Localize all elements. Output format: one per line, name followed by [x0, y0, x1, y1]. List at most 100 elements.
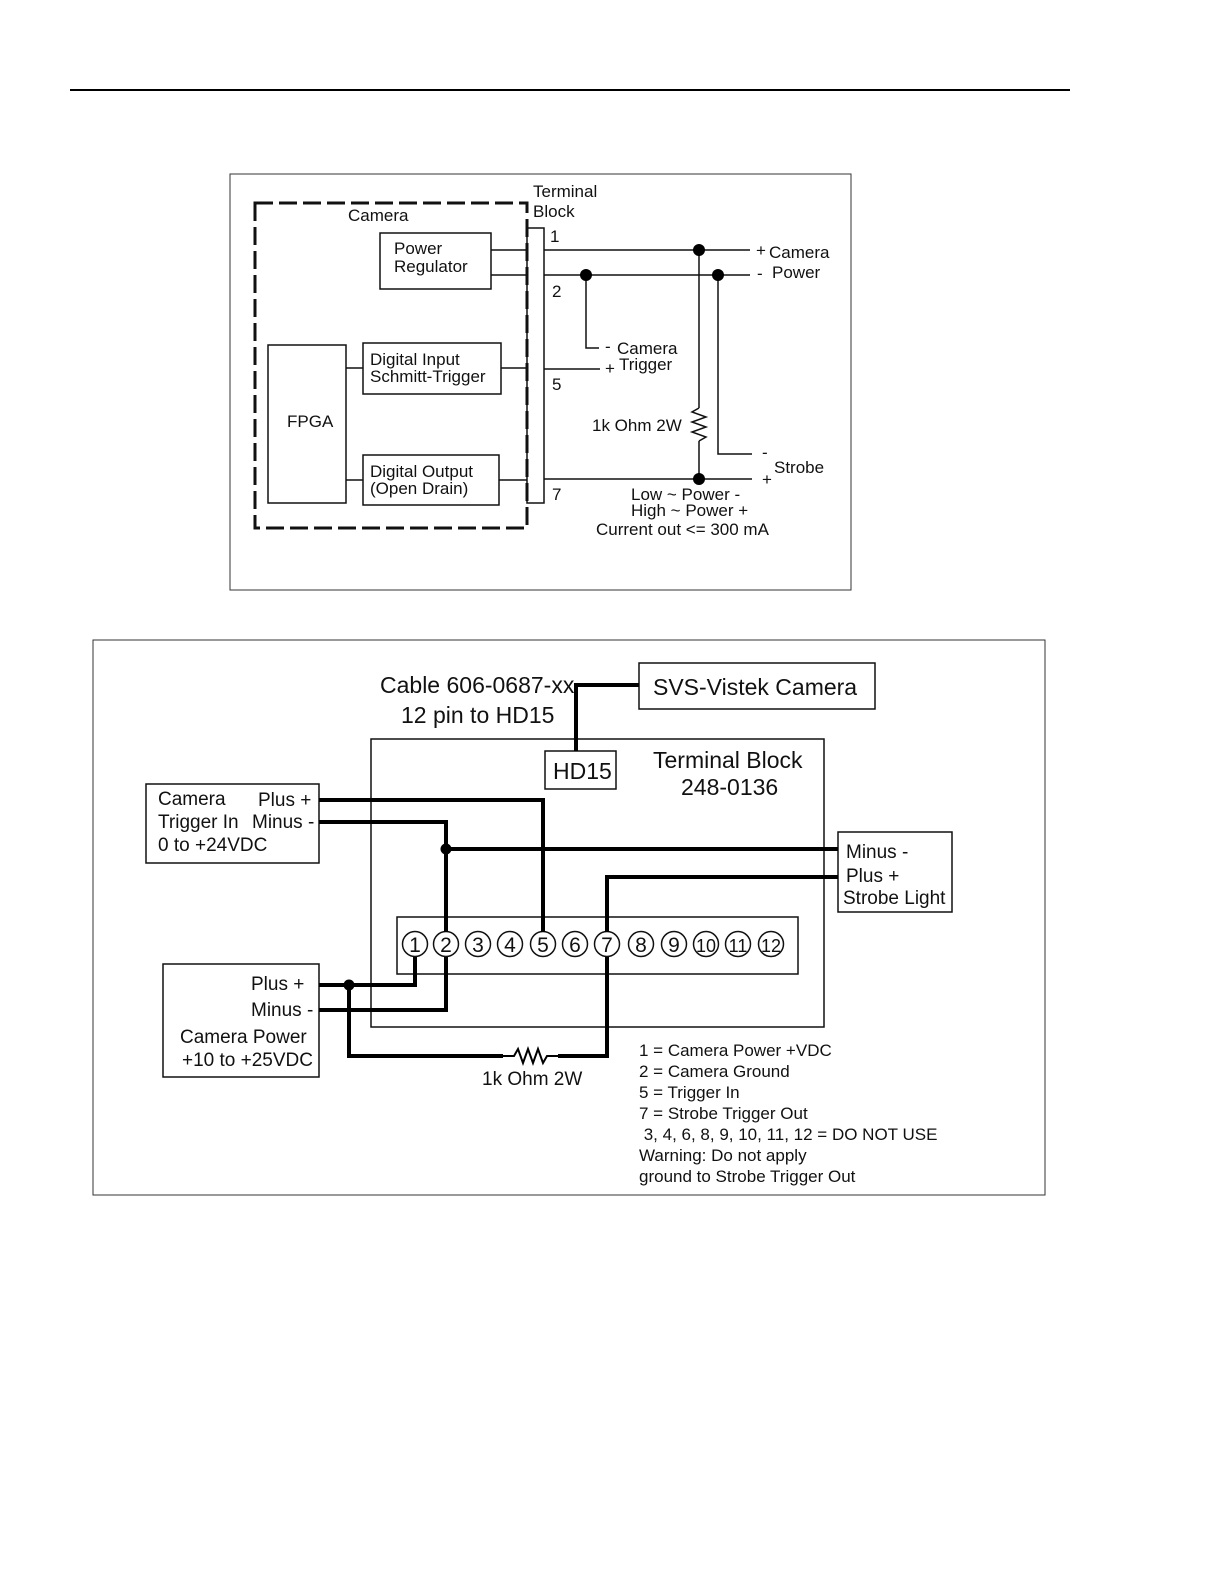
trigger-line2: Trigger In — [158, 812, 239, 833]
terminal-pin-label: 12 — [761, 936, 781, 956]
camera-power-box — [162, 963, 320, 1078]
trigger-line1: Camera — [158, 789, 226, 810]
cable-wire — [574, 683, 639, 751]
strobe-label: Strobe — [774, 458, 824, 477]
power-line2: +10 to +25VDC — [182, 1050, 313, 1071]
strobe-minus: - — [762, 443, 768, 462]
legend-line: 2 = Camera Ground — [639, 1062, 790, 1081]
legend-line: Warning: Do not apply — [639, 1146, 807, 1165]
digital-input-line1: Digital Input — [370, 350, 460, 369]
wiring-frame — [92, 639, 1046, 1196]
terminal-pin-label: 10 — [696, 936, 716, 956]
hd15-label: HD15 — [553, 758, 612, 784]
cable-label-1: Cable 606-0687-xx — [380, 672, 575, 698]
fpga-label: FPGA — [287, 412, 334, 431]
trigger-minus-wire — [319, 820, 448, 932]
strobe-light-label: Strobe Light — [843, 888, 946, 909]
terminal-pin-12 — [757, 930, 785, 958]
strobe-plus-wire — [605, 875, 838, 932]
external-wires — [544, 249, 752, 480]
camera-power-line2: Power — [772, 263, 821, 282]
strobe-plus-label: Plus + — [846, 866, 899, 887]
legend-line: 5 = Trigger In — [639, 1083, 740, 1102]
note-current: Current out <= 300 mA — [596, 520, 770, 539]
power-minus-wire — [319, 957, 448, 1012]
legend-line: 1 = Camera Power +VDC — [639, 1041, 832, 1060]
terminal-pin-label: 3 — [472, 934, 484, 957]
terminal-pin-11 — [724, 930, 752, 958]
camera-power-plus: + — [756, 241, 766, 260]
terminal-pin-8 — [627, 930, 655, 958]
resistor-out-wire — [558, 957, 609, 1058]
strobe-plus: + — [762, 470, 772, 489]
pin-1-label: 1 — [550, 227, 559, 246]
strobe-light-box — [837, 831, 953, 913]
resistor-label-1: 1k Ohm 2W — [592, 416, 682, 435]
power-plus: Plus + — [251, 974, 304, 995]
camera-trigger-line1: Camera — [617, 339, 678, 358]
note-low: Low ~ Power - — [631, 485, 740, 504]
terminal-pin-label: 2 — [440, 934, 452, 957]
power-plus-wire — [319, 957, 417, 987]
resistor-symbol — [503, 1046, 558, 1066]
terminal-pin-label: 5 — [537, 934, 549, 957]
terminal-block-title: Terminal Block — [653, 747, 803, 773]
pin-2-label: 2 — [552, 282, 561, 301]
terminal-pin-label: 4 — [504, 934, 516, 957]
terminal-pin-label: 6 — [569, 934, 581, 957]
wiring-junctions — [343, 843, 452, 991]
terminal-pin-label: 7 — [601, 934, 613, 957]
camera-io-schematic: Terminal Block Camera Power Regulator FP… — [229, 173, 852, 591]
digital-output-line1: Digital Output — [370, 462, 473, 481]
pin-7-label: 7 — [552, 485, 561, 504]
camera-trigger-plus: + — [605, 359, 615, 378]
terminal-strip — [396, 916, 799, 975]
digital-output-line2: (Open Drain) — [370, 479, 468, 498]
terminal-block-box — [370, 738, 825, 1028]
heavy-wires — [319, 683, 838, 1066]
terminal-block-title-2: Block — [533, 202, 575, 221]
internal-wires — [346, 249, 527, 481]
resistor-feed-wire — [347, 985, 503, 1058]
camera-power-minus: - — [757, 264, 763, 283]
legend-line: 3, 4, 6, 8, 9, 10, 11, 12 = DO NOT USE — [639, 1125, 937, 1144]
terminal-pin-9 — [660, 930, 688, 958]
terminal-pin-10 — [692, 930, 720, 958]
legend-line: 7 = Strobe Trigger Out — [639, 1104, 808, 1123]
note-high: High ~ Power + — [631, 501, 748, 520]
terminal-pin-3 — [464, 930, 492, 958]
camera-trigger-line2: Trigger — [619, 355, 673, 374]
power-minus: Minus - — [251, 1000, 313, 1021]
terminal-pin-label: 8 — [635, 934, 647, 957]
hd15-box — [544, 750, 617, 790]
camera-power-line1: Camera — [769, 243, 830, 262]
trigger-minus: Minus - — [252, 812, 314, 833]
trigger-plus-wire — [319, 798, 545, 932]
junction-dots — [580, 244, 724, 485]
power-regulator-box — [379, 232, 492, 290]
terminal-block-title-1: Terminal — [533, 182, 597, 201]
digital-input-line2: Schmitt-Trigger — [370, 367, 486, 386]
pin-5-label: 5 — [552, 375, 561, 394]
terminal-block-part: 248-0136 — [681, 774, 778, 800]
terminal-pin-4 — [496, 930, 524, 958]
terminal-pin-label: 11 — [729, 936, 748, 956]
power-regulator-line2: Regulator — [394, 257, 468, 276]
legend-line: ground to Strobe Trigger Out — [639, 1167, 856, 1186]
camera-label: Camera — [348, 206, 409, 225]
resistor-label-2: 1k Ohm 2W — [482, 1069, 582, 1090]
trigger-plus: Plus + — [258, 790, 311, 811]
strobe-minus-label: Minus - — [846, 842, 908, 863]
camera-trigger-minus: - — [605, 337, 611, 356]
svs-camera-label: SVS-Vistek Camera — [653, 674, 857, 700]
terminal-pin-label: 1 — [409, 934, 421, 957]
fpga-box — [267, 344, 347, 504]
terminal-block-wiring: Cable 606-0687-xx 12 pin to HD15 SVS-Vis… — [92, 639, 1046, 1196]
terminal-block-bar — [526, 227, 545, 504]
trigger-line3: 0 to +24VDC — [158, 835, 267, 856]
terminal-pin-1 — [401, 930, 429, 958]
power-line1: Camera Power — [180, 1027, 307, 1048]
terminal-pin-label: 9 — [668, 934, 680, 957]
